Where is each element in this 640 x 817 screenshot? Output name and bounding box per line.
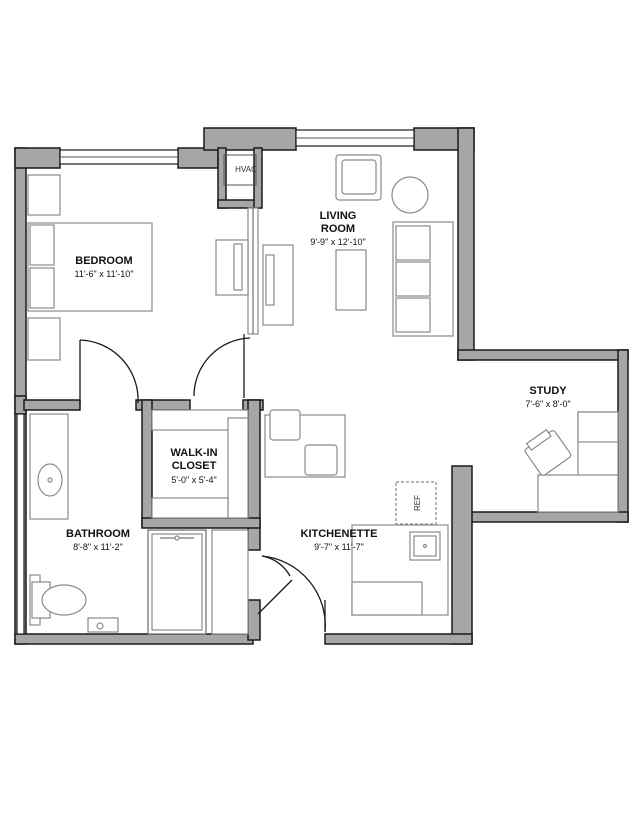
side-table	[391, 176, 429, 214]
study-name: STUDY	[529, 385, 567, 397]
pillow-2	[29, 267, 55, 309]
bathroom-fixtures	[29, 413, 249, 635]
dining-furniture	[264, 409, 346, 478]
nightstand-top	[27, 174, 61, 216]
bedroom-dims: 11'-6" x 11'-10"	[74, 269, 133, 279]
living-name-1: LIVING	[320, 210, 357, 222]
kitchenette-name: KITCHENETTE	[301, 528, 378, 540]
closet-name-1: WALK-IN	[170, 447, 217, 459]
doors	[79, 334, 326, 633]
tv-living	[265, 254, 275, 306]
coffee-table	[335, 249, 367, 311]
desk-front	[537, 474, 619, 513]
closet-name-2: CLOSET	[172, 460, 217, 472]
kitchenette-dims: 9'-7" x 11'-7"	[314, 542, 364, 552]
dresser	[215, 239, 249, 296]
bathroom-dims: 8'-8" x 11'-2"	[73, 542, 123, 552]
chair-2	[304, 444, 338, 476]
toilet-bowl	[41, 584, 87, 616]
living-furniture	[262, 154, 454, 337]
study-dims: 7'-6" x 8'-0"	[525, 399, 570, 409]
linen-shelf	[211, 529, 249, 635]
nightstand-bottom	[27, 317, 61, 361]
pillow-1	[29, 224, 55, 266]
tv	[233, 243, 243, 291]
closet-furniture	[151, 409, 249, 519]
kitchenette-furniture	[351, 481, 449, 616]
living-name-2: ROOM	[321, 223, 355, 235]
windows	[16, 129, 415, 635]
living-dims: 9'-9" x 12'-10"	[310, 237, 365, 247]
closet-dims: 5'-0" x 5'-4"	[171, 475, 216, 485]
fridge	[395, 481, 437, 525]
study-furniture	[524, 411, 619, 513]
room-labels: HVAC BEDROOM 11'-6" x 11'-10" LIVING ROO…	[66, 154, 571, 552]
bedroom-furniture	[27, 174, 249, 361]
chair-1	[269, 409, 301, 441]
ref-label: REF	[413, 495, 422, 511]
desk-chair	[524, 428, 572, 476]
bathroom-name: BATHROOM	[66, 528, 130, 540]
bedroom-name: BEDROOM	[75, 255, 132, 267]
hvac-label: HVAC	[235, 165, 257, 174]
